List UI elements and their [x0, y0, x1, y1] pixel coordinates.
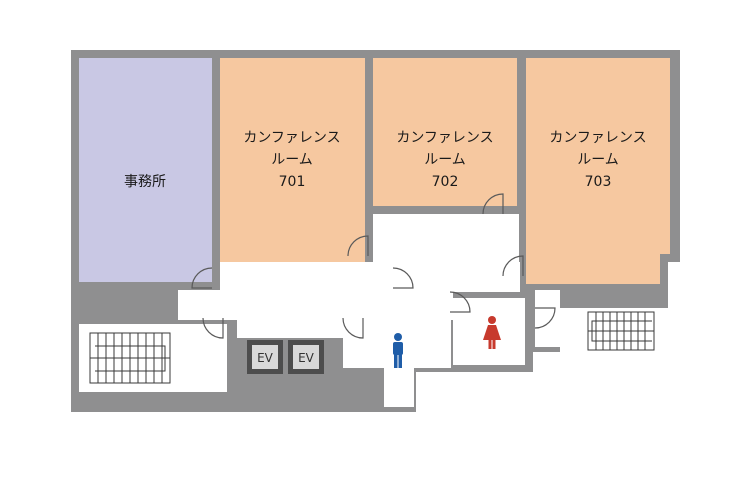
- restroom-corridor-right: [535, 290, 560, 347]
- conference-702-line1: カンファレンス: [396, 130, 493, 146]
- corridor: [178, 214, 520, 407]
- office-room[interactable]: [79, 58, 212, 282]
- female-restroom-icon: [483, 316, 501, 349]
- conference-room-703[interactable]: [526, 58, 670, 284]
- stairwell-right[interactable]: [560, 308, 668, 352]
- conference-701-number: 701: [279, 174, 306, 190]
- conference-701-line1: カンファレンス: [243, 130, 340, 146]
- stairs-icon: [89, 332, 171, 384]
- conference-room-702[interactable]: [373, 58, 517, 206]
- elevator-2[interactable]: EV: [288, 340, 324, 374]
- elevator-2-label: EV: [298, 351, 315, 365]
- conference-703-number: 703: [585, 174, 612, 190]
- elevator-1-label: EV: [257, 351, 274, 365]
- office-label: 事務所: [124, 174, 166, 190]
- elevator-1[interactable]: EV: [247, 340, 283, 374]
- door-swing-icon: [191, 193, 556, 339]
- conference-702-number: 702: [432, 174, 459, 190]
- conference-703-line1: カンファレンス: [549, 130, 646, 146]
- male-restroom-icon: [393, 333, 403, 368]
- conference-703-line2: ルーム: [577, 152, 619, 168]
- conference-room-701[interactable]: [220, 58, 365, 262]
- stairs-icon: [587, 311, 655, 351]
- conference-702-line2: ルーム: [424, 152, 466, 168]
- conference-701-line2: ルーム: [271, 152, 313, 168]
